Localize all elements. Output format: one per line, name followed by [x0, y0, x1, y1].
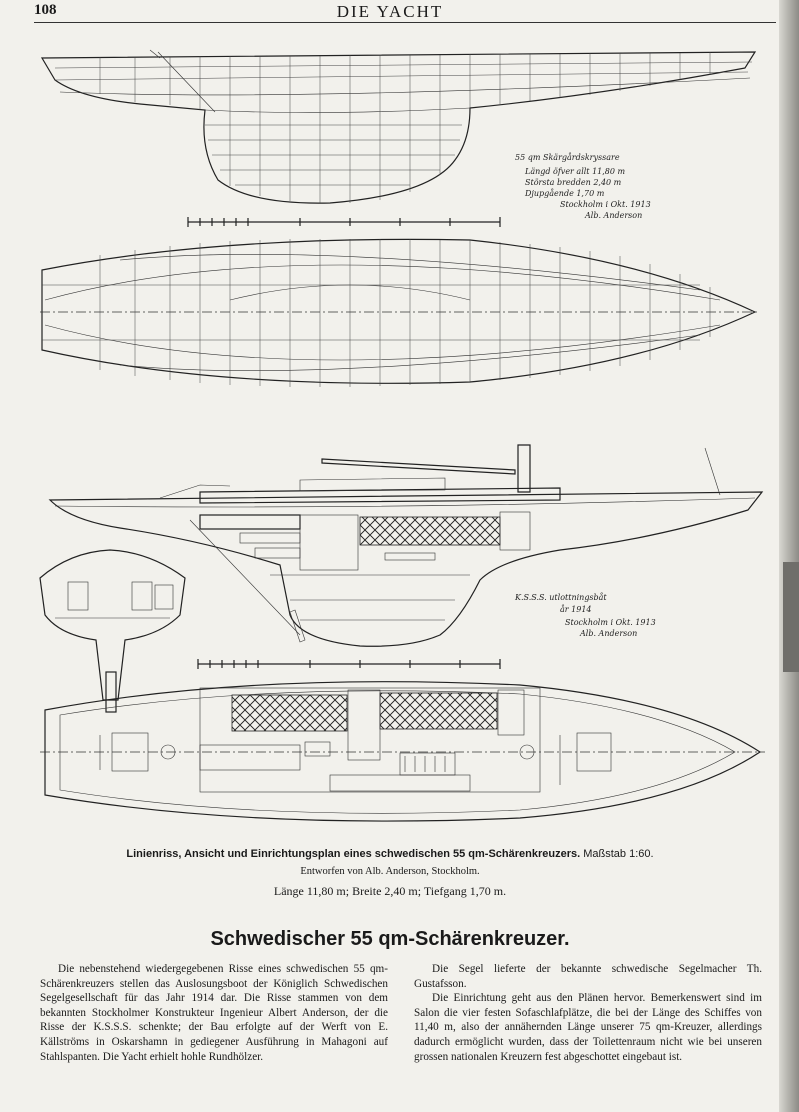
yacht-drawings: 55 qm Skärgårdskryssare Längd öfver allt…: [39, 49, 765, 822]
paragraph: Die nebenstehend wiedergegebenen Risse e…: [40, 963, 388, 1063]
figure-designer: Entworfen von Alb. Anderson, Stockholm.: [300, 866, 480, 877]
svg-text:Längd öfver allt 11,80 m: Längd öfver allt 11,80 m: [524, 167, 626, 176]
caption-main: Linienriss, Ansicht und Einrichtungsplan…: [126, 848, 581, 860]
lines-profile-view: [40, 49, 757, 204]
running-title: DIE YACHT: [336, 2, 444, 21]
paragraph: Die Einrichtung geht aus den Plänen herv…: [414, 992, 762, 1063]
svg-text:K.S.S.S. utlottningsbåt: K.S.S.S. utlottningsbåt: [514, 593, 607, 602]
svg-text:Alb. Anderson: Alb. Anderson: [579, 629, 637, 638]
svg-text:Djupgående 1,70 m: Djupgående 1,70 m: [524, 189, 605, 198]
svg-text:Stockholm i Okt. 1913: Stockholm i Okt. 1913: [565, 618, 656, 627]
book-spine-edge: [779, 0, 799, 1112]
scale-bar-top: [187, 217, 501, 227]
article-title: Schwedischer 55 qm-Schärenkreuzer.: [210, 928, 570, 950]
header-rule: [34, 22, 776, 23]
svg-text:55 qm Skärgårdskryssare: 55 qm Skärgårdskryssare: [515, 153, 620, 162]
article-left-column: Die nebenstehend wiedergegebenen Risse e…: [40, 962, 388, 1064]
paragraph: Die Segel lieferte der bekannte schwedis…: [414, 963, 762, 990]
svg-text:år 1914: år 1914: [560, 605, 592, 614]
svg-text:Alb. Anderson: Alb. Anderson: [584, 211, 642, 220]
svg-text:Stockholm i Okt. 1913: Stockholm i Okt. 1913: [560, 200, 651, 209]
half-breadth-plan: [40, 238, 760, 387]
scale-bar-bottom: [197, 659, 501, 669]
caption-scale: Maßstab 1:60.: [583, 848, 654, 860]
page-number: 108: [34, 2, 57, 18]
article-right-column: Die Segel lieferte der bekannte schwedis…: [414, 962, 762, 1064]
arrangement-plan-note: K.S.S.S. utlottningsbåt år 1914 Stockhol…: [514, 593, 656, 638]
arrangement-profile-view: [48, 444, 764, 647]
deck-plan: [40, 681, 765, 822]
figure-dimensions: Länge 11,80 m; Breite 2,40 m; Tiefgang 1…: [273, 884, 507, 898]
midship-section: [39, 549, 186, 713]
lines-plan-note: 55 qm Skärgårdskryssare Längd öfver allt…: [515, 153, 651, 220]
svg-text:Största bredden 2,40 m: Största bredden 2,40 m: [525, 178, 622, 187]
figure-caption: Linienriss, Ansicht und Einrichtungsplan…: [0, 848, 780, 860]
